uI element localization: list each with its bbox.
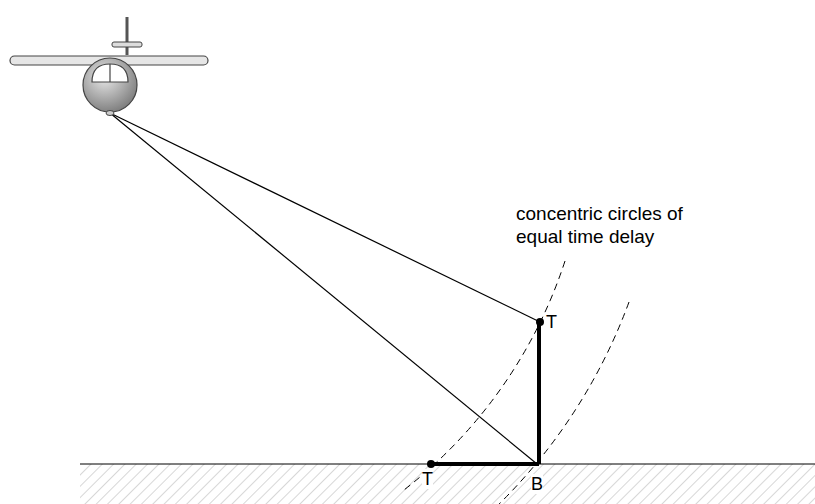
point-label: T	[422, 469, 433, 491]
ground-hatch	[80, 464, 815, 504]
text-patch: concentric circles of equal time delay	[516, 203, 683, 247]
ray-line	[110, 113, 537, 464]
target-point	[427, 460, 435, 468]
delay-arc	[493, 302, 629, 504]
ground-line	[80, 464, 815, 465]
target-point	[536, 318, 544, 326]
point-label: B	[531, 474, 543, 496]
text-patch: T	[422, 469, 433, 489]
text-patch: B	[531, 474, 543, 494]
ray-line	[110, 113, 540, 322]
aircraft	[10, 17, 208, 116]
target-height	[537, 322, 541, 464]
point-label: T	[546, 312, 557, 334]
layover-shift	[431, 462, 539, 466]
annotation-note: concentric circles of equal time delay	[516, 203, 721, 249]
